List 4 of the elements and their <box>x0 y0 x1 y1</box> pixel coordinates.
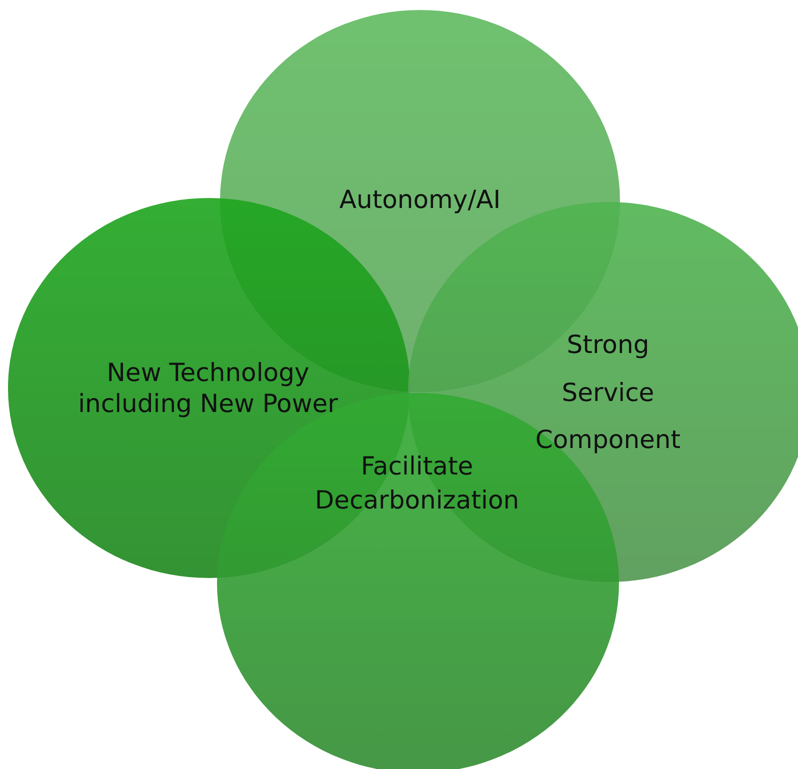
circle-label: Strong Service Component <box>534 328 682 456</box>
circle-label: Autonomy/AI <box>338 184 502 216</box>
circle-label: Facilitate Decarbonization <box>314 450 520 516</box>
circle-label: New Technology including New Power <box>78 356 338 420</box>
